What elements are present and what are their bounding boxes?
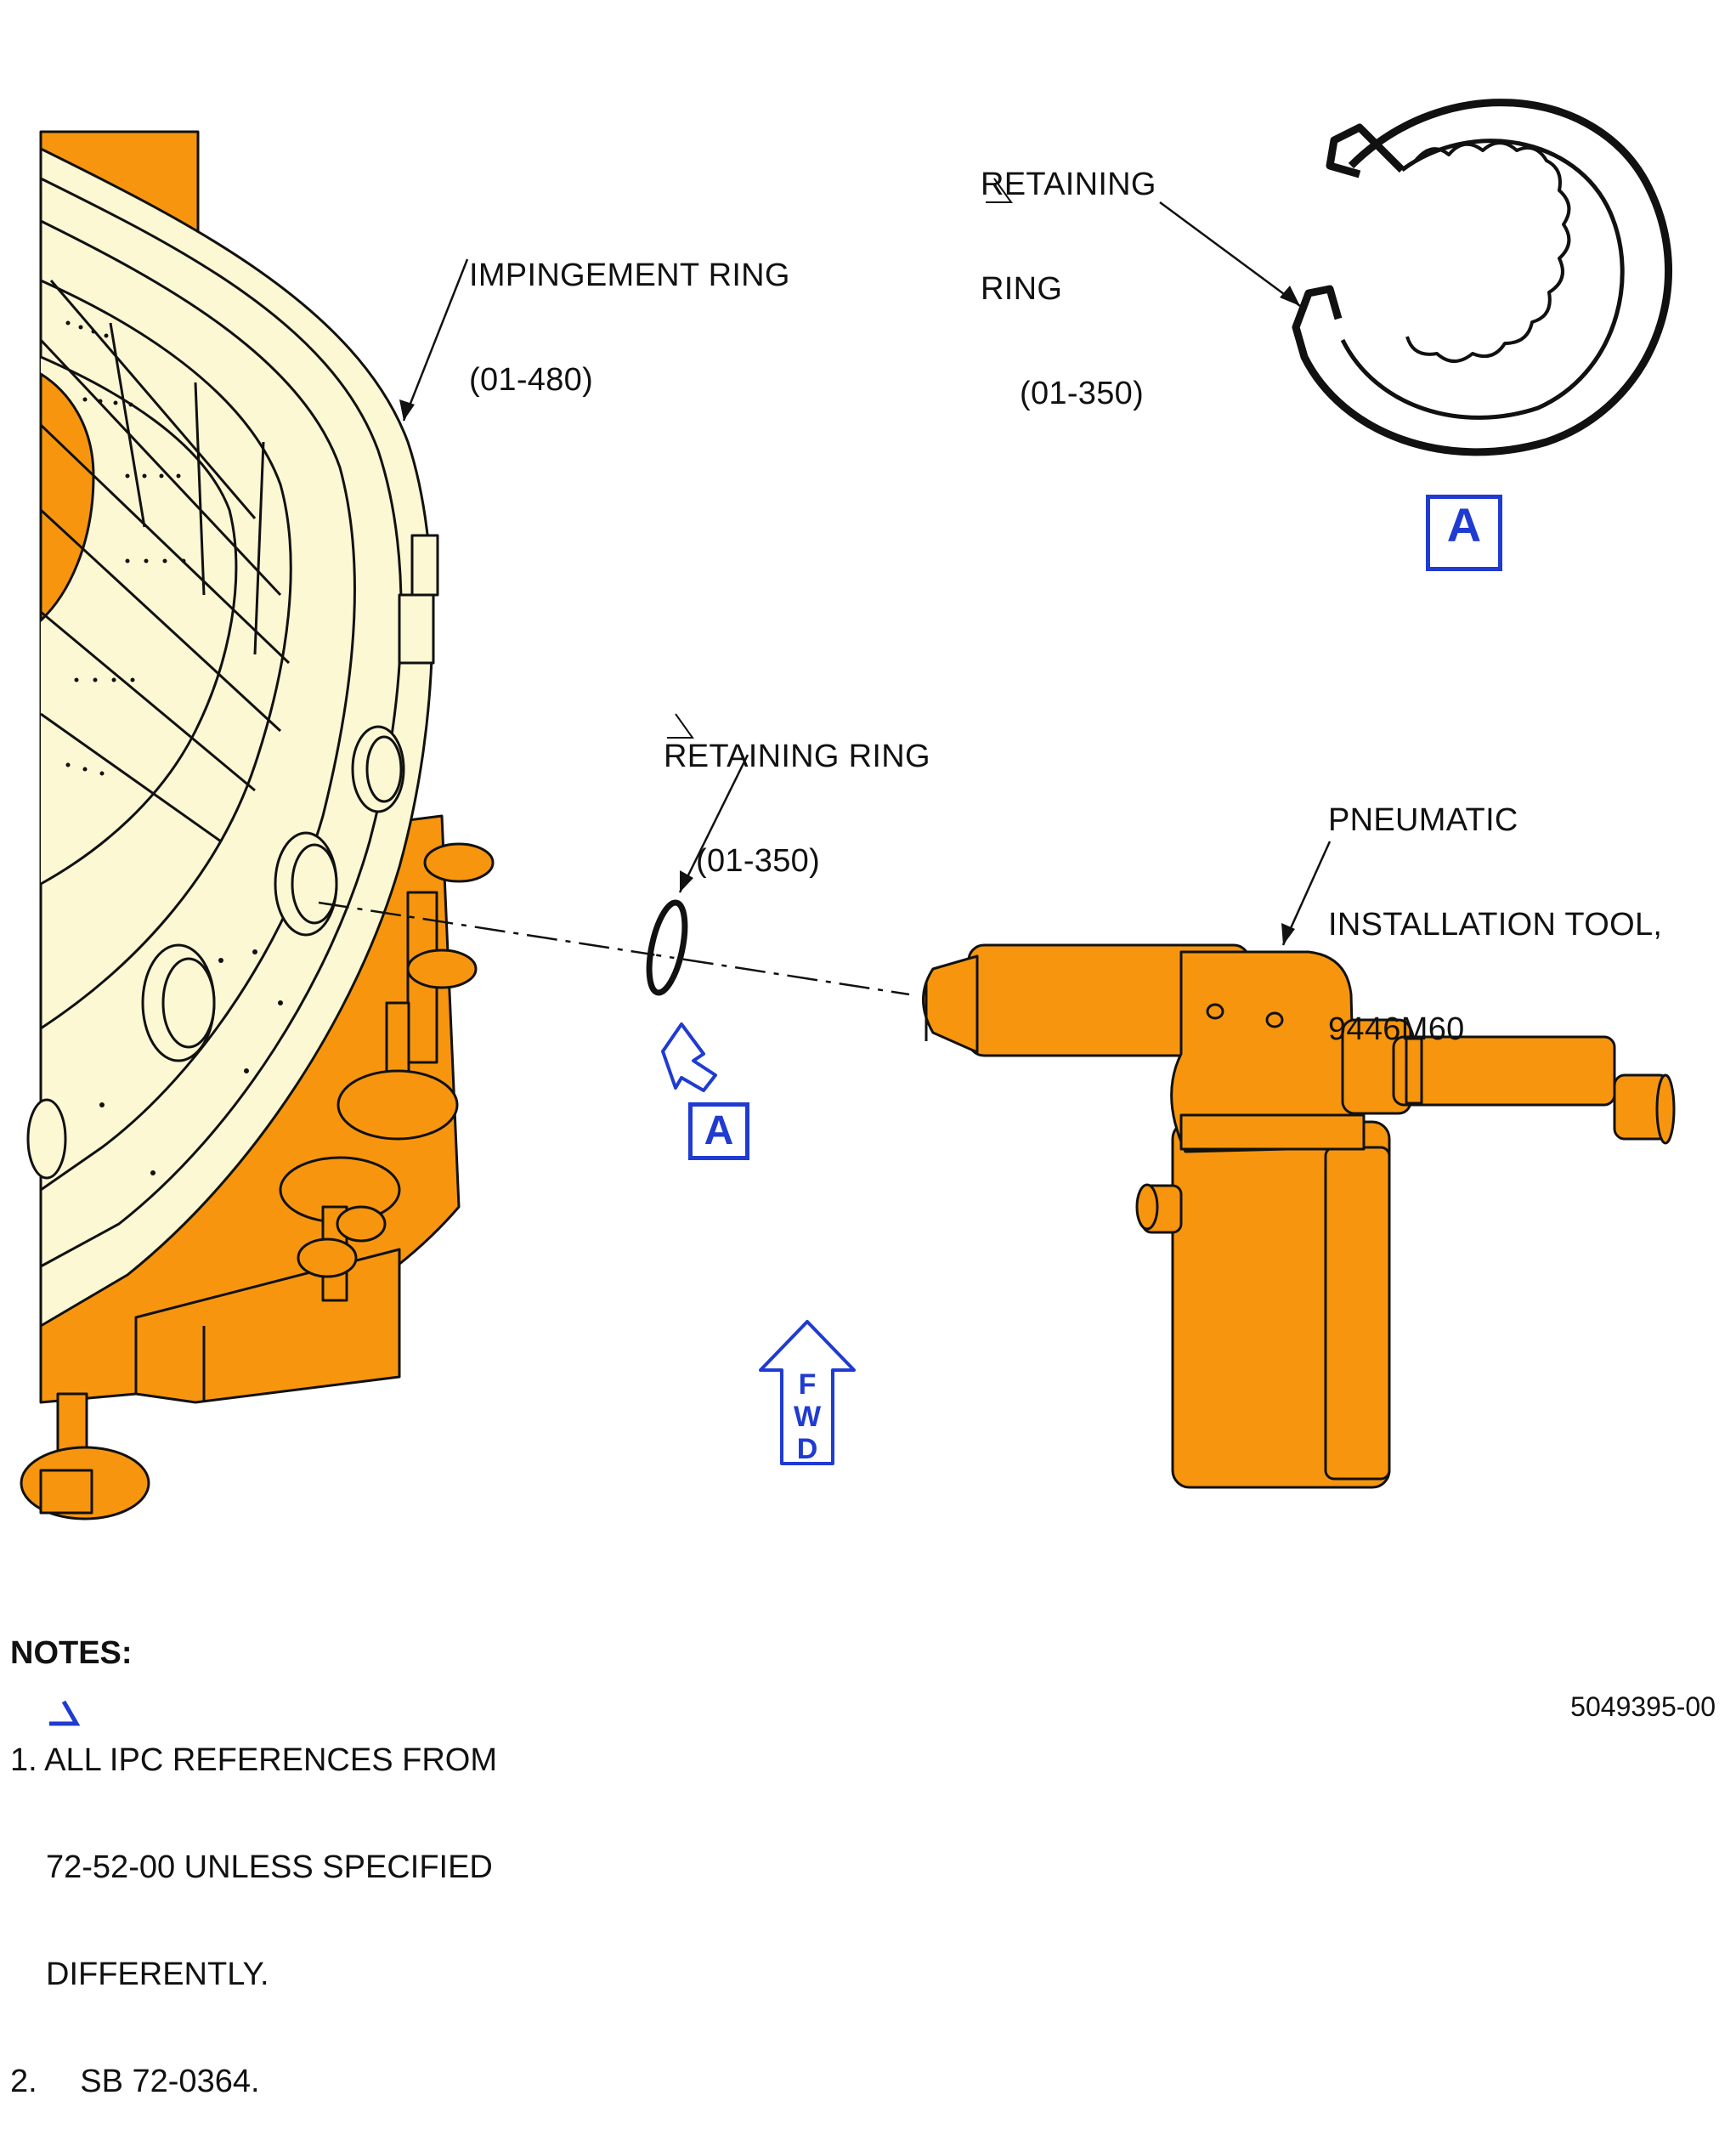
pneumatic-tool-line1: PNEUMATIC xyxy=(1328,802,1518,838)
fwd-arrow xyxy=(759,1320,856,1465)
notes-block: NOTES: 1. ALL IPC REFERENCES FROM 72-52-… xyxy=(10,1564,497,2135)
pneumatic-tool-line3: 9446M60 xyxy=(1328,1011,1465,1047)
retaining-ring xyxy=(646,899,688,996)
document-number: 5049395-00 xyxy=(1570,1691,1716,1722)
detail-view-a-ring xyxy=(1292,99,1672,456)
illustration: F W D xyxy=(20,99,1676,1726)
diagram-canvas: F W D IMPINGEMENT RING (01-480) RETAININ… xyxy=(10,98,1716,2099)
combustor-assembly xyxy=(26,147,439,1328)
leader-arrowheads xyxy=(399,286,1300,945)
fwd-letters: F W D xyxy=(794,1368,822,1465)
notes-title: NOTES: xyxy=(10,1635,133,1671)
fwd-letter-d: D xyxy=(797,1433,818,1465)
note-1-line-1: 1. ALL IPC REFERENCES FROM xyxy=(10,1742,497,1778)
impingement-ring-name: IMPINGEMENT RING xyxy=(469,258,790,293)
retaining-ring-main-ref: (01-350) xyxy=(696,843,821,879)
view-a-callout-label: A xyxy=(688,1102,749,1160)
note-1-line-3: DIFFERENTLY. xyxy=(46,1957,269,1992)
retaining-ring-main-name: RETAINING RING xyxy=(664,739,930,774)
fwd-letter-w: W xyxy=(794,1401,822,1433)
installation-axis xyxy=(318,901,910,996)
retaining-ring-detail-line2: RING xyxy=(981,271,1063,307)
note-2-text: SB 72-0364. xyxy=(80,2064,260,2099)
sb-effectivity-symbols xyxy=(667,178,1013,739)
fwd-letter-f: F xyxy=(799,1368,817,1401)
pneumatic-tool-line2: INSTALLATION TOOL, xyxy=(1328,907,1663,943)
detail-view-a-label: A xyxy=(1426,495,1502,571)
note-1-text-1: ALL IPC REFERENCES FROM xyxy=(44,1742,497,1778)
pneumatic-tool-label: PNEUMATIC INSTALLATION TOOL, 9446M60 xyxy=(1328,733,1662,1082)
note-2-number: 2. xyxy=(10,2064,37,2099)
retaining-ring-detail-label: RETAINING RING (01-350) xyxy=(981,98,1156,446)
impingement-ring-ref: (01-480) xyxy=(469,362,594,398)
impingement-ring-label: IMPINGEMENT RING (01-480) xyxy=(469,189,790,433)
retaining-ring-detail-ref: (01-350) xyxy=(1020,376,1145,411)
note-1-number: 1. xyxy=(10,1742,37,1778)
note-2-effectivity-symbol xyxy=(49,1700,81,1726)
note-2-line: 2. SB 72-0364. xyxy=(10,2064,497,2099)
pneumatic-installation-tool xyxy=(922,943,1676,1489)
retaining-ring-detail-line1: RETAINING xyxy=(981,167,1156,202)
view-a-callout-arrow xyxy=(661,1022,717,1092)
note-1-line-2: 72-52-00 UNLESS SPECIFIED xyxy=(46,1849,493,1885)
retaining-ring-main-label: RETAINING RING (01-350) xyxy=(664,670,930,914)
